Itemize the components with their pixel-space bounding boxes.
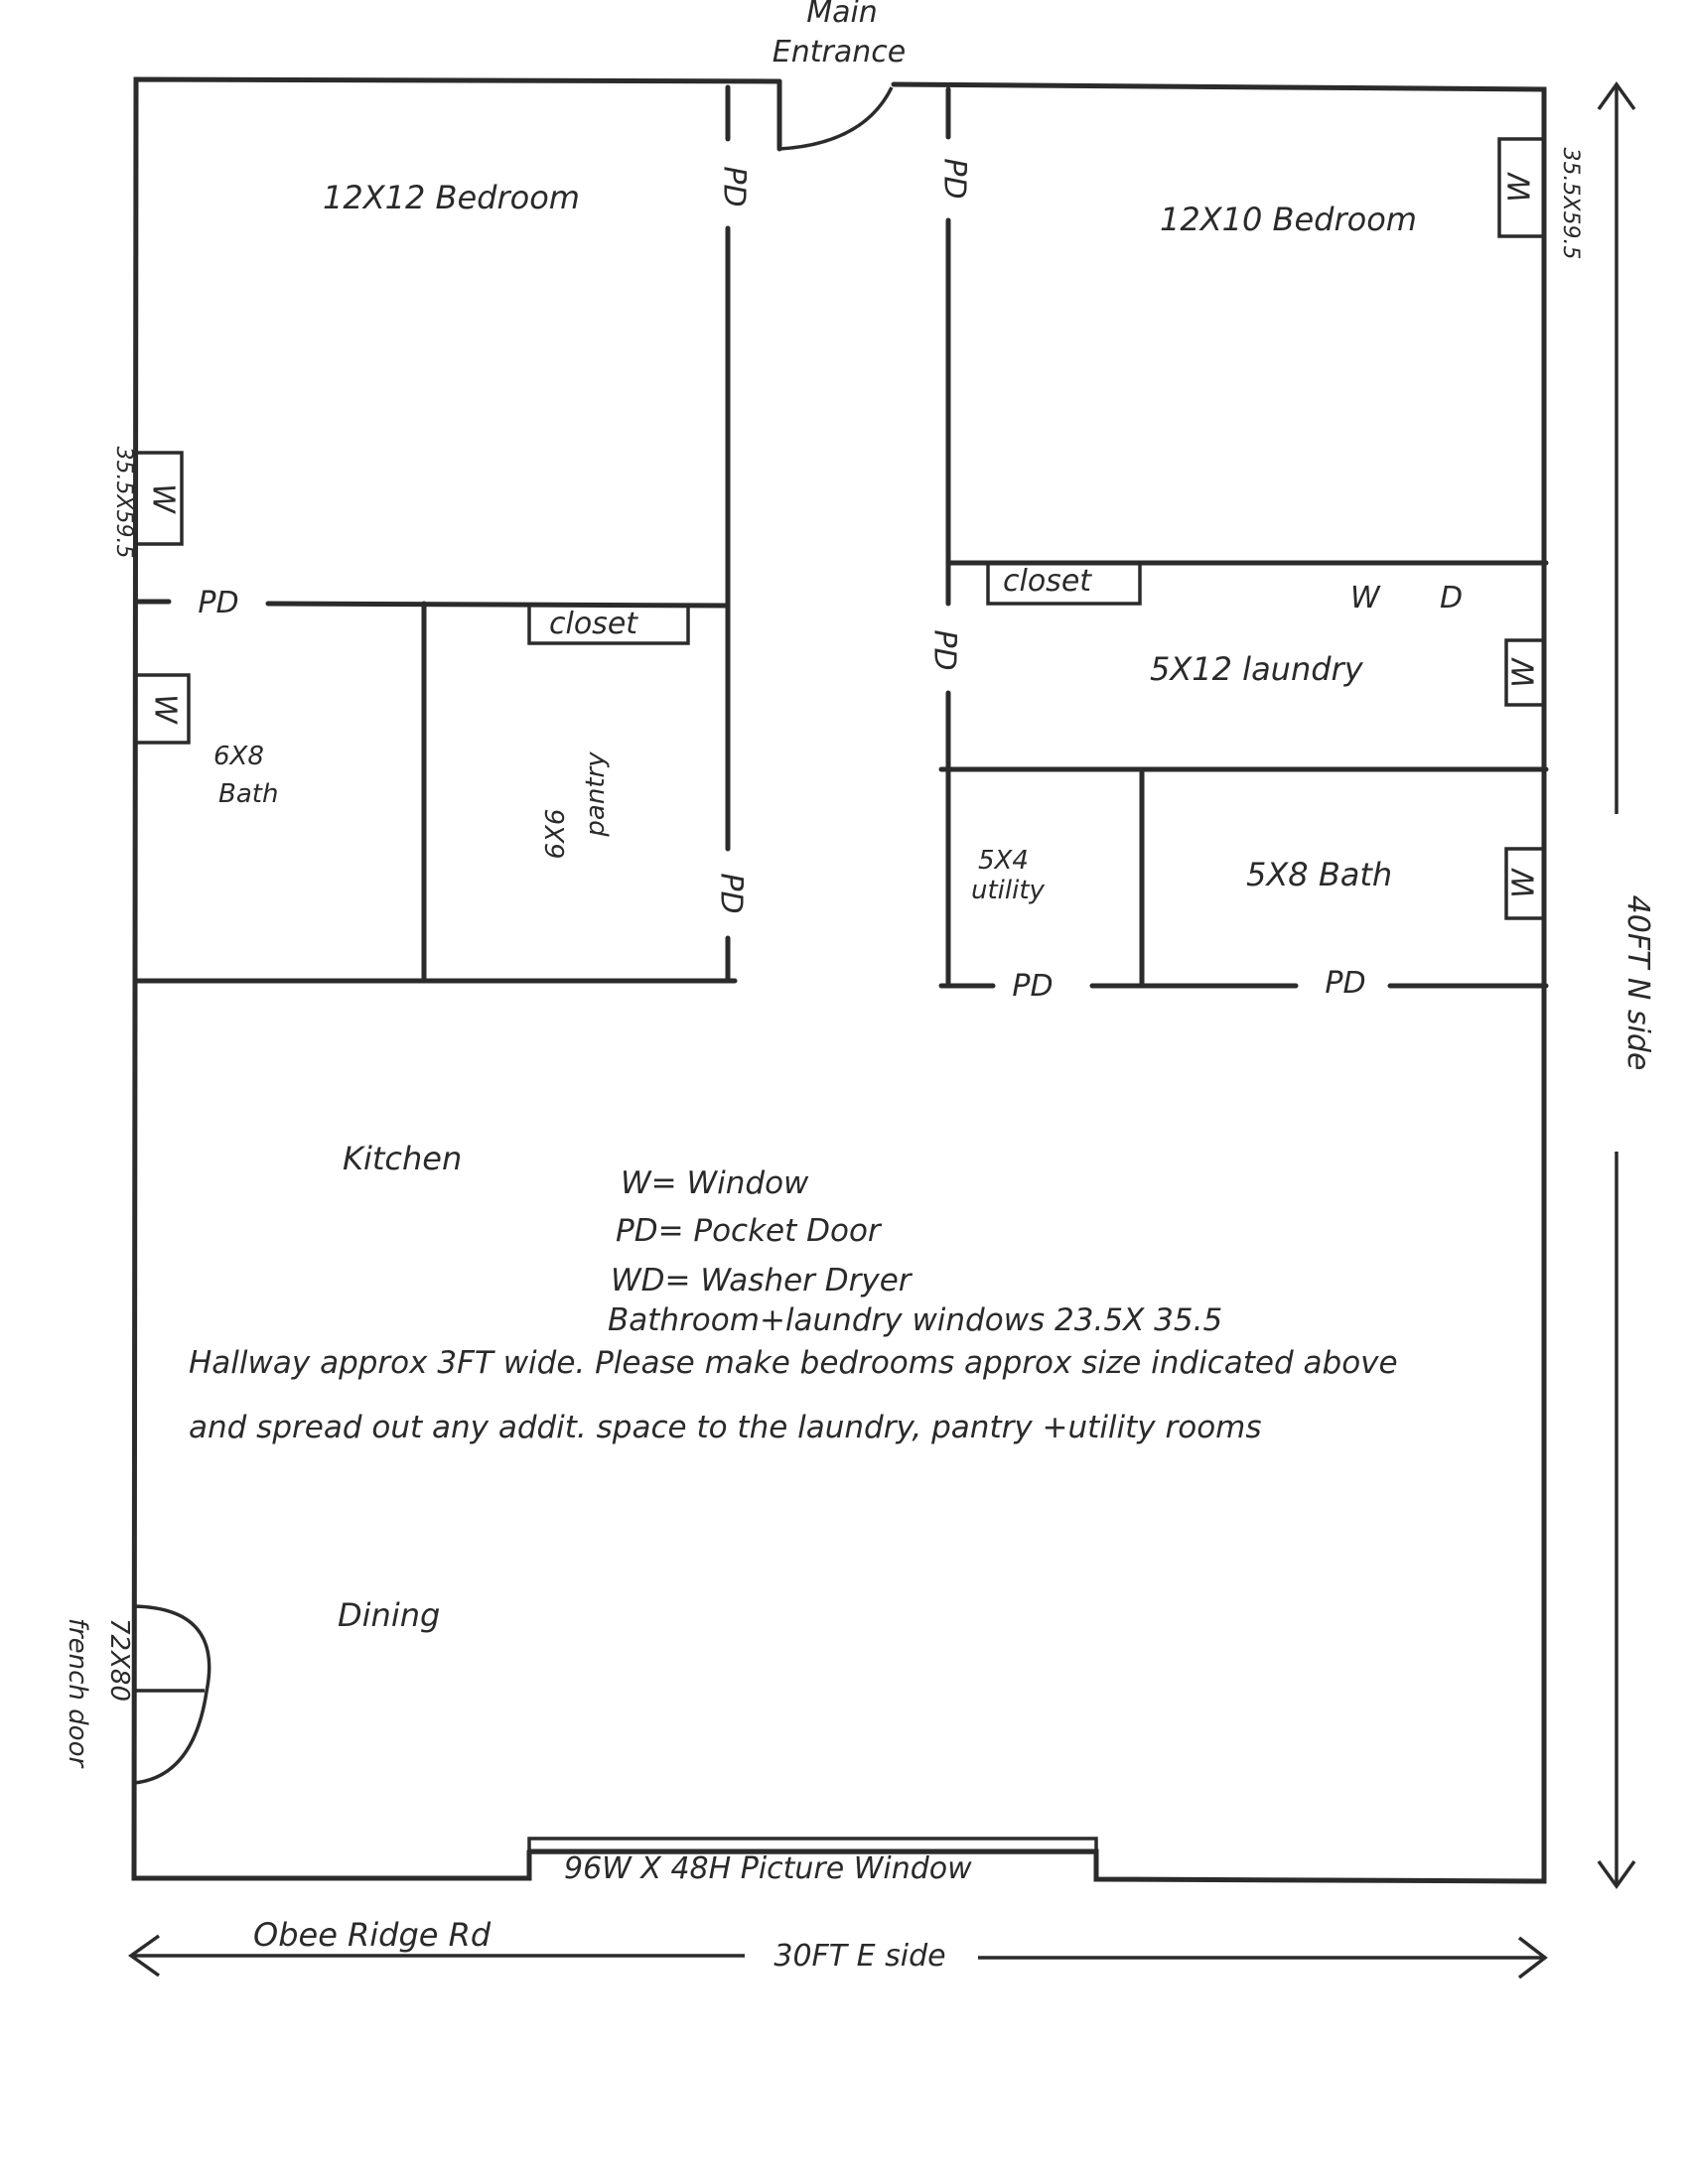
street-label: Obee Ridge Rd <box>253 1916 492 1954</box>
french-door-size: 72X80 <box>104 1618 134 1702</box>
room-label-closet-right: closet <box>1003 564 1092 599</box>
window-size-right-bedroom: 35.5X59.5 <box>1558 147 1583 259</box>
window-laundry <box>1504 638 1544 707</box>
window-symbol: W <box>146 483 181 514</box>
room-label-utility-name: utility <box>971 876 1046 905</box>
interior-walls <box>133 84 1549 989</box>
legend-window: W= Window <box>621 1165 809 1201</box>
room-label-dining: Dining <box>338 1596 440 1634</box>
pocket-door-label: PD <box>1012 969 1053 1004</box>
room-label-bath-right: 5X8 Bath <box>1246 856 1392 893</box>
dimension-east-side: 30FT E side <box>774 1939 945 1974</box>
room-label-bedroom-right: 12X10 Bedroom <box>1160 201 1417 238</box>
room-label-laundry: 5X12 laundry <box>1150 650 1364 688</box>
dimension-arrows <box>127 81 1636 1979</box>
pocket-door-labels: PD PD PD PD PD PD PD <box>198 158 1365 1004</box>
room-label-bedroom-left: 12X12 Bedroom <box>323 179 580 216</box>
legend-washer-dryer: WD= Washer Dryer <box>611 1263 914 1298</box>
legend-pocket-door: PD= Pocket Door <box>616 1213 883 1249</box>
picture-window-label: 96W X 48H Picture Window <box>564 1851 972 1886</box>
window-right-bedroom <box>1497 137 1544 238</box>
pocket-door-label: PD <box>198 586 238 620</box>
french-door-label: french door <box>63 1618 92 1770</box>
main-entrance-line1: Main <box>806 0 878 30</box>
pocket-door-label: PD <box>714 873 749 913</box>
pocket-door-label: PD <box>1325 966 1365 1001</box>
window-left-bath <box>136 673 191 745</box>
window-right-bath <box>1504 847 1544 920</box>
window-symbol: W <box>1507 868 1542 898</box>
pocket-door-label: PD <box>927 629 962 670</box>
window-symbol: W <box>1507 657 1542 688</box>
windows: W W W W W <box>136 137 1544 1854</box>
pocket-door-label: PD <box>937 158 972 199</box>
window-symbol: W <box>1503 172 1538 203</box>
dimension-north-side: 40FT N side <box>1620 895 1655 1071</box>
note-line-1: Hallway approx 3FT wide. Please make bed… <box>189 1345 1398 1381</box>
window-left-bedroom <box>136 451 184 546</box>
washer-symbol: W <box>1350 581 1381 615</box>
room-label-pantry-size: 6X6 <box>541 809 571 860</box>
window-symbol: W <box>148 694 183 725</box>
room-label-kitchen: Kitchen <box>343 1140 462 1177</box>
room-label-pantry-name: pantry <box>581 751 611 838</box>
dryer-symbol: D <box>1440 581 1463 615</box>
room-label-bath-left-name: Bath <box>218 779 278 809</box>
room-label-utility-size: 5X4 <box>978 846 1029 876</box>
note-line-2: and spread out any addit. space to the l… <box>189 1410 1262 1445</box>
main-entrance-label: Entrance <box>773 35 906 69</box>
french-door <box>133 1604 211 1785</box>
legend-window-sizes: Bathroom+laundry windows 23.5X 35.5 <box>608 1302 1222 1338</box>
picture-window <box>527 1837 1098 1854</box>
room-label-bath-left-size: 6X8 <box>213 742 264 771</box>
room-label-closet-left: closet <box>549 607 638 641</box>
window-size-left-bedroom: 35.5X59.5 <box>111 446 136 558</box>
legend: W= Window PD= Pocket Door WD= Washer Dry… <box>608 1165 1222 1338</box>
pocket-door-label: PD <box>717 166 752 206</box>
